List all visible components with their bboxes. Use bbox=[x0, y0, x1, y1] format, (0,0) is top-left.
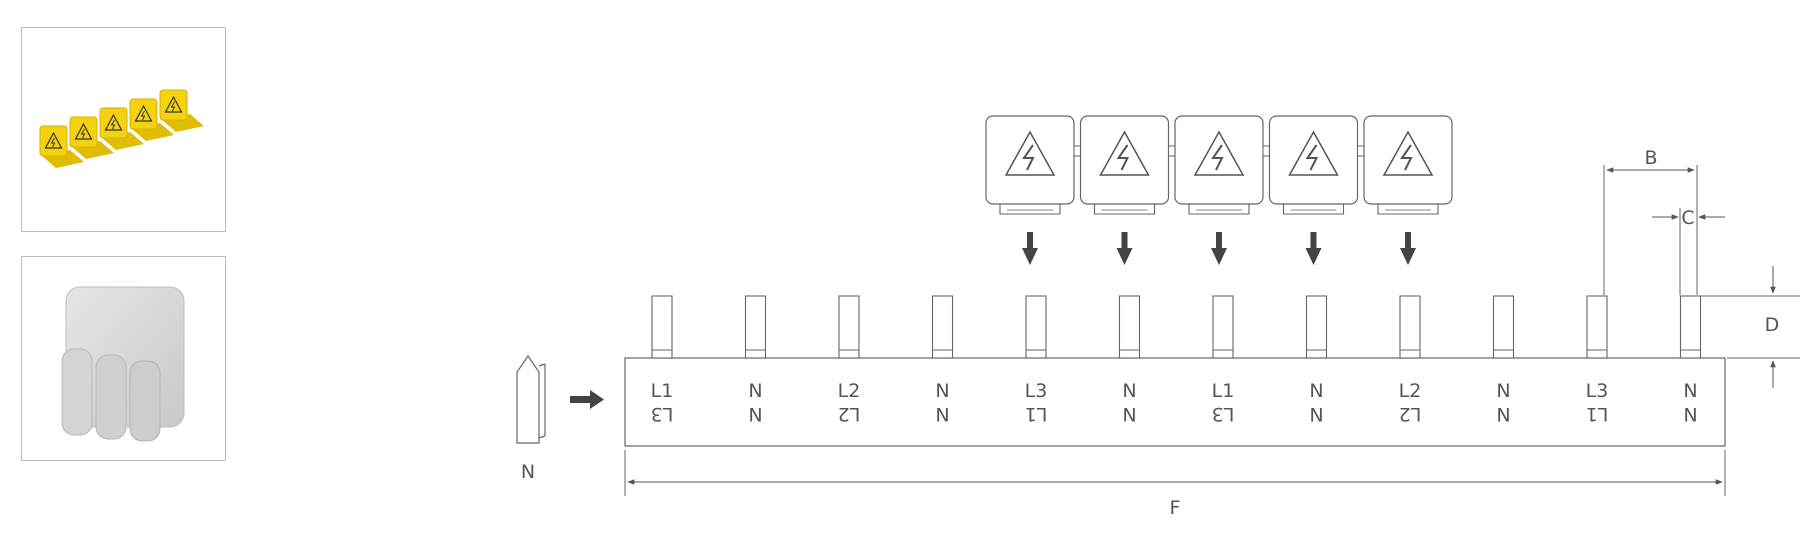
insert-arrow-icon bbox=[570, 390, 604, 409]
warning-cover bbox=[1363, 115, 1453, 215]
down-arrow-icon bbox=[1305, 232, 1322, 265]
end-cap-photo bbox=[61, 286, 185, 442]
dimension-d-label: D bbox=[1765, 314, 1780, 336]
dimension-c-label: C bbox=[1681, 207, 1694, 229]
terminal-pin bbox=[1679, 295, 1702, 359]
warning-cover bbox=[1268, 115, 1365, 215]
yellow-cover-piece bbox=[39, 125, 84, 168]
terminal-label-bottom: N bbox=[1496, 403, 1510, 425]
dimension-f bbox=[624, 450, 1726, 496]
terminal-label-top: N bbox=[935, 380, 949, 402]
terminal-pin bbox=[744, 295, 767, 359]
terminal-label-bottom: L2 bbox=[838, 403, 861, 425]
dimension-d bbox=[1700, 266, 1800, 388]
end-cap-finger bbox=[95, 354, 127, 440]
terminal-label-bottom: L3 bbox=[1212, 403, 1235, 425]
terminal-pin bbox=[1118, 295, 1141, 359]
terminal-label-bottom: L3 bbox=[651, 403, 674, 425]
high-voltage-icon bbox=[1004, 130, 1056, 176]
terminal-label-top: N bbox=[1683, 380, 1697, 402]
high-voltage-icon bbox=[1099, 130, 1150, 176]
down-arrow-icon bbox=[1116, 232, 1133, 265]
terminal-pin bbox=[1305, 295, 1328, 359]
terminal-label-top: L3 bbox=[1586, 380, 1609, 402]
down-arrow-icon bbox=[1022, 232, 1038, 265]
terminal-pin bbox=[838, 295, 860, 359]
dimension-c bbox=[1652, 208, 1725, 295]
dimension-b-label: B bbox=[1644, 147, 1657, 169]
terminal-label-bottom: L1 bbox=[1025, 403, 1048, 425]
yellow-cover-piece bbox=[99, 107, 144, 150]
terminal-label-top: L2 bbox=[1399, 380, 1422, 402]
end-cap-finger bbox=[129, 360, 161, 442]
terminal-label-top: N bbox=[748, 380, 762, 402]
terminal-pin bbox=[1399, 295, 1421, 359]
terminal-label-top: N bbox=[1496, 380, 1510, 402]
warning-cover bbox=[1079, 115, 1176, 215]
end-cap-finger bbox=[61, 348, 93, 436]
terminal-pin bbox=[931, 295, 954, 359]
yellow-covers-thumbnail[interactable] bbox=[21, 27, 226, 232]
dimension-f-label: F bbox=[1170, 497, 1181, 519]
down-arrow-icon bbox=[1400, 232, 1416, 265]
yellow-cover-piece bbox=[159, 89, 204, 132]
end-cap-side-view bbox=[516, 354, 546, 444]
terminal-label-bottom: N bbox=[1683, 403, 1697, 425]
high-voltage-icon bbox=[1193, 130, 1245, 176]
terminal-pin bbox=[1025, 295, 1047, 359]
terminal-label-bottom: N bbox=[935, 403, 949, 425]
busbar-body bbox=[624, 357, 1726, 447]
terminal-label-bottom: N bbox=[748, 403, 762, 425]
dimension-b bbox=[1603, 165, 1698, 295]
high-voltage-icon bbox=[1382, 130, 1434, 176]
end-cap-thumbnail[interactable] bbox=[21, 256, 226, 461]
terminal-label-bottom: N bbox=[1122, 403, 1136, 425]
terminal-label-bottom: L2 bbox=[1399, 403, 1422, 425]
terminal-pin bbox=[1586, 295, 1608, 359]
yellow-covers-photo bbox=[39, 89, 204, 168]
terminal-label-top: N bbox=[1309, 380, 1323, 402]
terminal-label-top: N bbox=[1122, 380, 1136, 402]
high-voltage-icon bbox=[1288, 130, 1339, 176]
yellow-cover-piece bbox=[69, 116, 114, 159]
down-arrow-icon bbox=[1211, 232, 1227, 265]
yellow-cover-piece bbox=[129, 98, 174, 141]
terminal-label-top: L1 bbox=[1212, 380, 1235, 402]
terminal-label-top: L1 bbox=[651, 380, 674, 402]
terminal-label-top: L3 bbox=[1025, 380, 1048, 402]
terminal-pin bbox=[1492, 295, 1515, 359]
warning-cover bbox=[1174, 115, 1271, 215]
terminal-label-bottom: L1 bbox=[1586, 403, 1609, 425]
terminal-label-bottom: N bbox=[1309, 403, 1323, 425]
terminal-pin bbox=[651, 295, 673, 359]
terminal-label-top: L2 bbox=[838, 380, 861, 402]
end-cap-label: N bbox=[521, 461, 535, 483]
warning-cover bbox=[985, 115, 1082, 215]
terminal-pin bbox=[1212, 295, 1234, 359]
